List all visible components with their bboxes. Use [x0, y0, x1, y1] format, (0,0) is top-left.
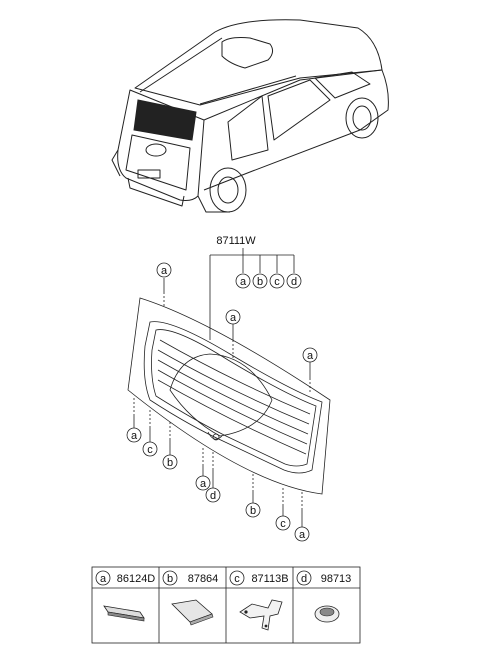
callout-c-bl: c — [142, 441, 158, 457]
vehicle-illustration — [111, 19, 389, 213]
legend-header-d: d 98713 — [296, 570, 352, 586]
callout-a-br: a — [294, 526, 310, 542]
svg-text:c: c — [147, 444, 153, 456]
svg-text:c: c — [234, 573, 240, 585]
svg-text:a: a — [299, 529, 306, 541]
callout-c-br: c — [275, 515, 291, 531]
callouts: a b c d a a a a c b a d b c a — [126, 262, 318, 542]
svg-text:c: c — [274, 276, 280, 288]
callout-a-bl: a — [126, 427, 142, 443]
part-98713-illustration — [314, 605, 340, 623]
callout-d-top: d — [286, 273, 302, 289]
svg-text:b: b — [250, 505, 256, 517]
legend-header-c: c 87113B — [229, 570, 289, 586]
part-86124d-illustration — [103, 605, 145, 622]
callout-a-mid: a — [225, 309, 241, 325]
svg-text:87113B: 87113B — [251, 573, 288, 585]
svg-text:a: a — [240, 276, 247, 288]
part-87113b-illustration — [239, 599, 283, 631]
svg-text:a: a — [230, 312, 237, 324]
rear-glass-highlight — [133, 99, 197, 141]
callout-a-top: a — [235, 273, 251, 289]
leader-lines — [133, 248, 311, 527]
main-part-number: 87111W — [216, 235, 256, 247]
svg-text:d: d — [210, 490, 216, 502]
callout-b-br: b — [245, 502, 261, 518]
svg-text:a: a — [307, 350, 314, 362]
svg-text:98713: 98713 — [321, 573, 352, 585]
rear-glass-assembly — [127, 297, 331, 495]
callout-a-left-top: a — [156, 262, 172, 278]
callout-a-right: a — [302, 347, 318, 363]
callout-c-top: c — [269, 273, 285, 289]
svg-text:a: a — [200, 478, 207, 490]
callout-b-top: b — [252, 273, 268, 289]
svg-text:d: d — [301, 573, 307, 585]
svg-text:b: b — [257, 276, 263, 288]
svg-text:c: c — [280, 518, 286, 530]
svg-text:a: a — [161, 265, 168, 277]
legend-table: a 86124D b 87864 c 87113B d 98713 — [91, 566, 361, 644]
legend-header-b: b 87864 — [162, 570, 219, 586]
svg-text:a: a — [131, 430, 138, 442]
svg-text:b: b — [167, 573, 173, 585]
svg-text:86124D: 86124D — [117, 573, 156, 585]
legend-header-a: a 86124D — [95, 570, 156, 586]
callout-a-bc: a — [195, 475, 211, 491]
svg-text:a: a — [100, 573, 107, 585]
part-87864-illustration — [171, 599, 214, 626]
svg-text:87864: 87864 — [188, 573, 219, 585]
rear-glass-outline — [127, 297, 331, 495]
callout-d-bc: d — [205, 487, 221, 503]
svg-text:d: d — [291, 276, 297, 288]
svg-text:b: b — [167, 457, 173, 469]
callout-b-bl: b — [162, 454, 178, 470]
